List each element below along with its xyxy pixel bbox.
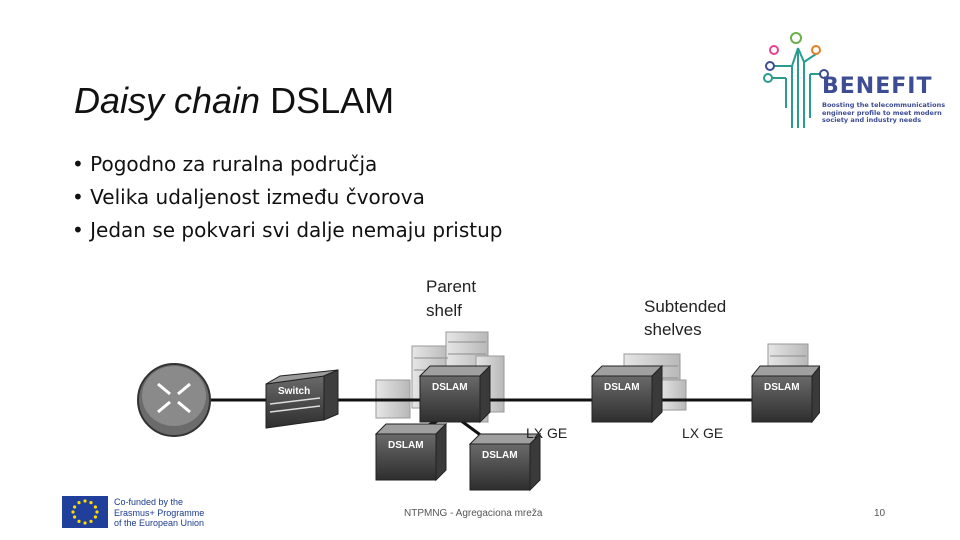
logo-subtitle: Boosting the telecommunications engineer…: [822, 101, 946, 124]
logo-name: BENEFIT: [822, 74, 933, 99]
eu-flag-icon: [62, 496, 108, 528]
title-rest: DSLAM: [260, 80, 395, 122]
benefit-logo: [763, 32, 829, 128]
dslam-branch-1: DSLAM: [374, 422, 448, 482]
eu-text-line: Co-funded by the: [114, 497, 184, 507]
switch-icon: Switch: [265, 369, 339, 429]
page-number: 10: [874, 508, 886, 519]
parent-label: shelf: [426, 301, 462, 320]
link-label: LX GE: [526, 425, 567, 441]
dslam-subtended-2: DSLAM: [750, 365, 820, 424]
network-diagram: Switch DSLAM DSLAM DSLAM DSLAM DSLAM Par…: [137, 277, 820, 492]
eu-text-line: Erasmus+ Programme: [114, 507, 205, 518]
dslam-label: DSLAM: [432, 382, 468, 393]
dslam-label: DSLAM: [764, 382, 800, 393]
subtended-label: shelves: [644, 320, 702, 339]
dslam-subtended-1: DSLAM: [590, 364, 664, 424]
dslam-label: DSLAM: [482, 450, 518, 461]
bullet-list: Pogodno za ruralna područja Velika udalj…: [72, 148, 502, 247]
title-italic: Daisy chain: [74, 80, 261, 122]
dslam-parent: DSLAM: [418, 364, 492, 424]
bullet-item: Pogodno za ruralna područja: [72, 148, 502, 181]
switch-label: Switch: [278, 386, 310, 397]
eu-text-line: of the European Union: [114, 518, 205, 528]
dslam-label: DSLAM: [604, 382, 640, 393]
bullet-item: Velika udaljenost između čvorova: [72, 181, 502, 214]
bullet-item: Jedan se pokvari svi dalje nemaju pristu…: [72, 214, 502, 247]
dslam-label: DSLAM: [388, 440, 424, 451]
parent-label: Parent: [426, 277, 476, 296]
eu-cofunded-text: Co-funded by the Erasmus+ Programme of t…: [114, 497, 224, 529]
router-icon: [137, 363, 211, 437]
dslam-branch-2: DSLAM: [468, 432, 542, 492]
link-label: LX GE: [682, 425, 723, 441]
slide-title: Daisy chain DSLAM: [74, 80, 394, 122]
subtended-label: Subtended: [644, 297, 726, 316]
footer-text: NTPMNG - Agregaciona mreža: [404, 508, 543, 519]
